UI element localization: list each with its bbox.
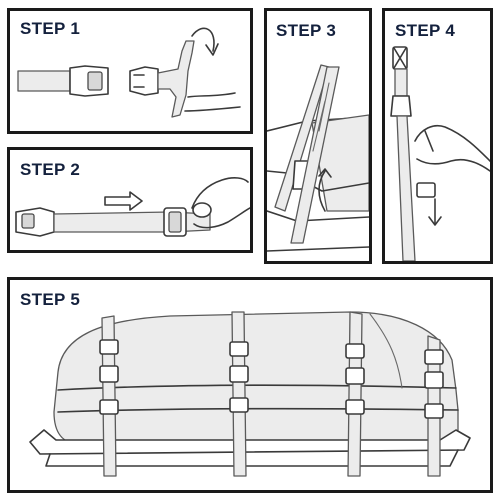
step-3-panel: STEP 3 [264,8,372,264]
loop-arrow-icon [191,27,215,52]
step-1-label: STEP 1 [20,19,81,38]
step-2-panel: STEP 2 [7,147,253,253]
step-2-label: STEP 2 [20,160,81,179]
thread-arrow-icon [318,170,326,212]
strap-3 [345,311,365,477]
left-strap [17,70,71,92]
step-1-illustration [17,27,241,118]
step-5-illustration [29,311,471,477]
step-3-label: STEP 3 [276,21,337,40]
step-4-label: STEP 4 [395,21,456,40]
step-2-illustration [15,177,250,237]
looped-strap [157,40,195,118]
hand-icon [191,177,249,209]
female-buckle-icon [69,65,109,97]
step-3-illustration [267,64,369,252]
strap-4 [424,335,444,477]
adjuster-icon [416,182,436,198]
hand-icon [414,125,490,162]
step-1-panel: STEP 1 [7,8,253,134]
step-5-label: STEP 5 [20,290,81,309]
strap-1 [99,315,119,477]
step-4-panel: STEP 4 [382,8,493,264]
step-4-illustration [390,46,490,261]
male-buckle-icon [129,66,159,96]
strap-2 [229,311,249,477]
step-5-panel: STEP 5 [7,277,493,493]
pull-arrow-icon [104,191,143,211]
